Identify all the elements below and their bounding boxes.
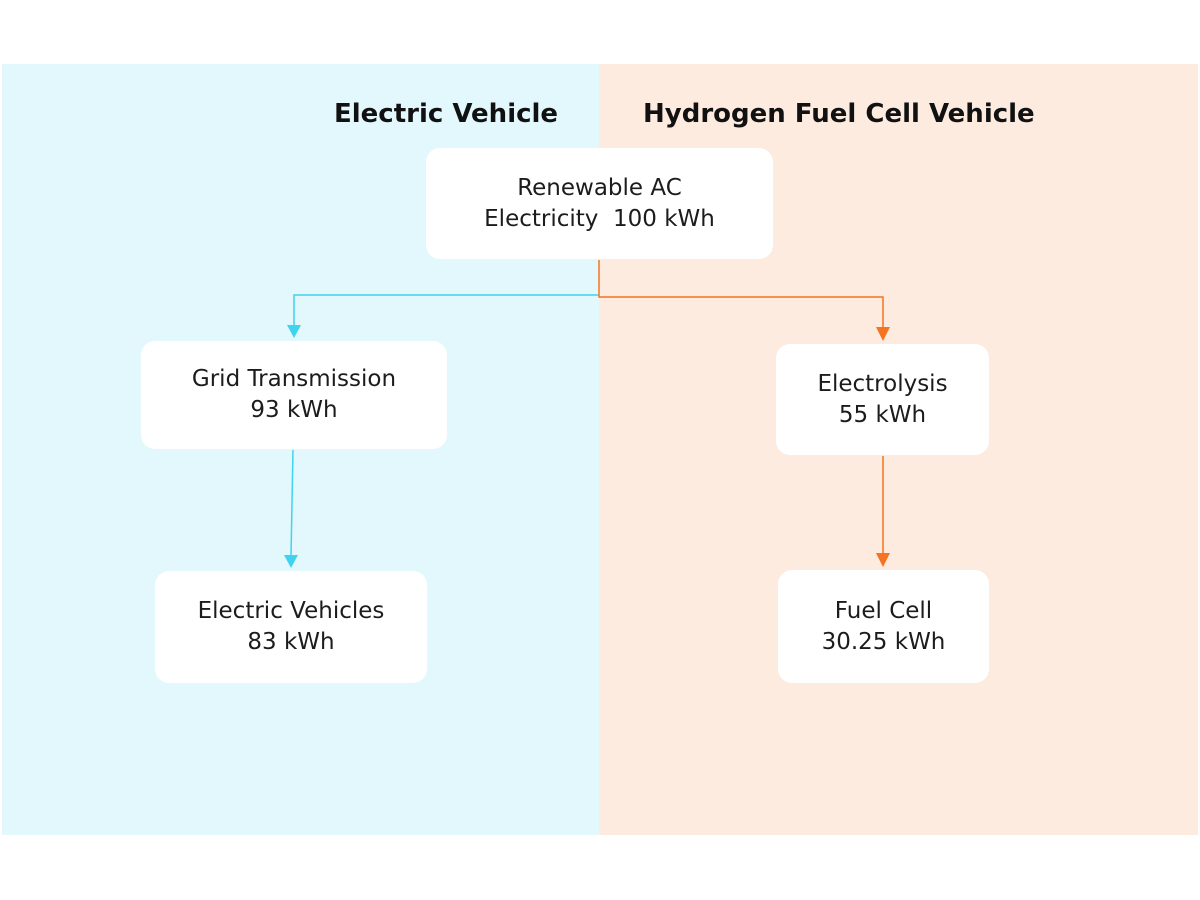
renewable-electricity-node: Renewable AC Electricity 100 kWh (426, 148, 773, 259)
node-label: Grid Transmission (191, 366, 397, 392)
node-value: 83 kWh (247, 629, 335, 655)
node-value: 30.25 kWh (821, 628, 946, 655)
node-value: Electricity 100 kWh (484, 205, 715, 232)
arrowhead-fuel-cell (876, 553, 890, 567)
node-label: Electrolysis (817, 370, 948, 397)
node-label: Electric Vehicles (197, 598, 385, 624)
node-value: 93 kWh (250, 397, 338, 423)
connector-grid-to-ev (290, 449, 294, 557)
connector-source-to-grid (293, 294, 599, 326)
arrowhead-grid (287, 325, 301, 338)
connector-source-to-electrolysis (598, 260, 884, 328)
electrolysis-node: Electrolysis 55 kWh (776, 344, 989, 455)
arrowhead-ev (284, 555, 298, 568)
node-label: Fuel Cell (834, 597, 933, 624)
electric-vehicle-heading: Electric Vehicle (334, 99, 559, 129)
fuel-cell-node: Fuel Cell 30.25 kWh (778, 570, 989, 683)
arrowhead-electrolysis (876, 327, 890, 341)
grid-transmission-node: Grid Transmission 93 kWh (141, 341, 447, 449)
electric-vehicles-node: Electric Vehicles 83 kWh (155, 571, 427, 683)
hydrogen-vehicle-heading: Hydrogen Fuel Cell Vehicle (643, 99, 1035, 129)
node-label: Renewable AC (517, 174, 682, 201)
node-value: 55 kWh (838, 401, 927, 428)
